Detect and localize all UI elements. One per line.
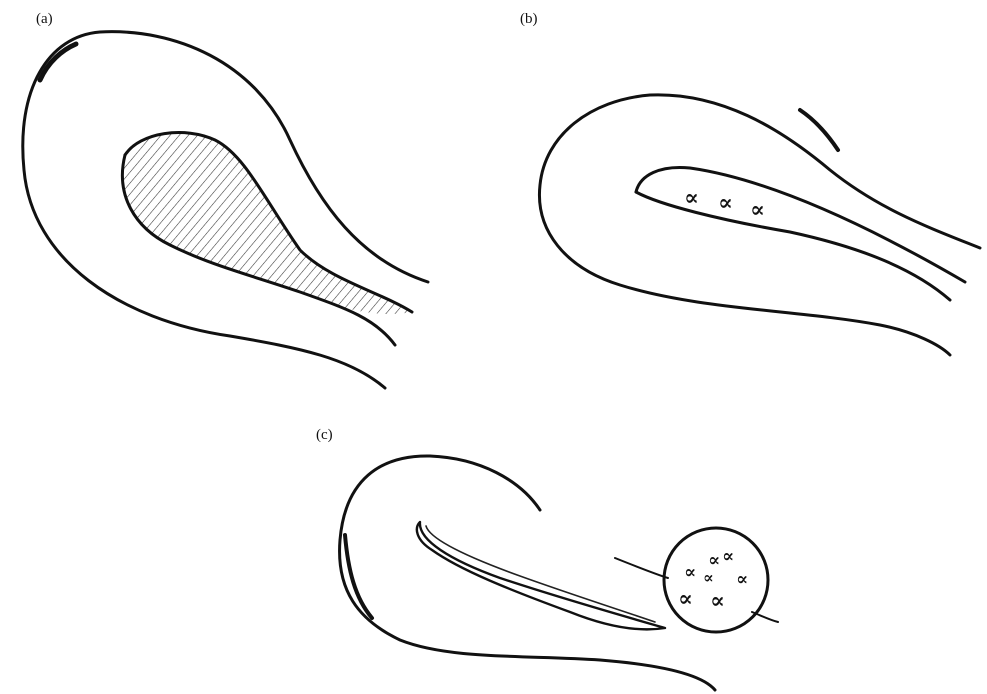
panel-b-outer-contour-upper bbox=[539, 95, 980, 355]
panel-b-outer-contour-accent bbox=[800, 110, 838, 150]
panel-a-inner-lumen-fill bbox=[122, 133, 412, 314]
panel-b-marker: ∝ bbox=[750, 197, 765, 223]
panel-c-marker: ∝ bbox=[722, 546, 734, 567]
panel-b-marker: ∝ bbox=[718, 190, 733, 216]
panel-c-marker: ∝ bbox=[703, 568, 714, 587]
panel-c-marker: ∝ bbox=[736, 569, 748, 590]
panel-c-marker: ∝ bbox=[684, 562, 696, 583]
panel-c-outer-contour-accent bbox=[345, 535, 372, 618]
panel-c-inner-lumen-inner bbox=[426, 526, 655, 622]
panel-b-diagram: ∝ ∝ ∝ bbox=[539, 95, 980, 355]
panel-c-circle bbox=[664, 528, 768, 632]
panel-a-diagram bbox=[23, 32, 428, 388]
panel-c-marker: ∝ bbox=[710, 588, 725, 614]
panel-c-outer-contour-upper bbox=[340, 456, 715, 690]
panel-c-marker: ∝ bbox=[678, 586, 693, 612]
panel-c-diagram: ∝ ∝ ∝ ∝ ∝ ∝ ∝ bbox=[340, 456, 778, 690]
panel-b-marker: ∝ bbox=[684, 185, 699, 211]
panel-c-duct-upper bbox=[615, 558, 668, 578]
